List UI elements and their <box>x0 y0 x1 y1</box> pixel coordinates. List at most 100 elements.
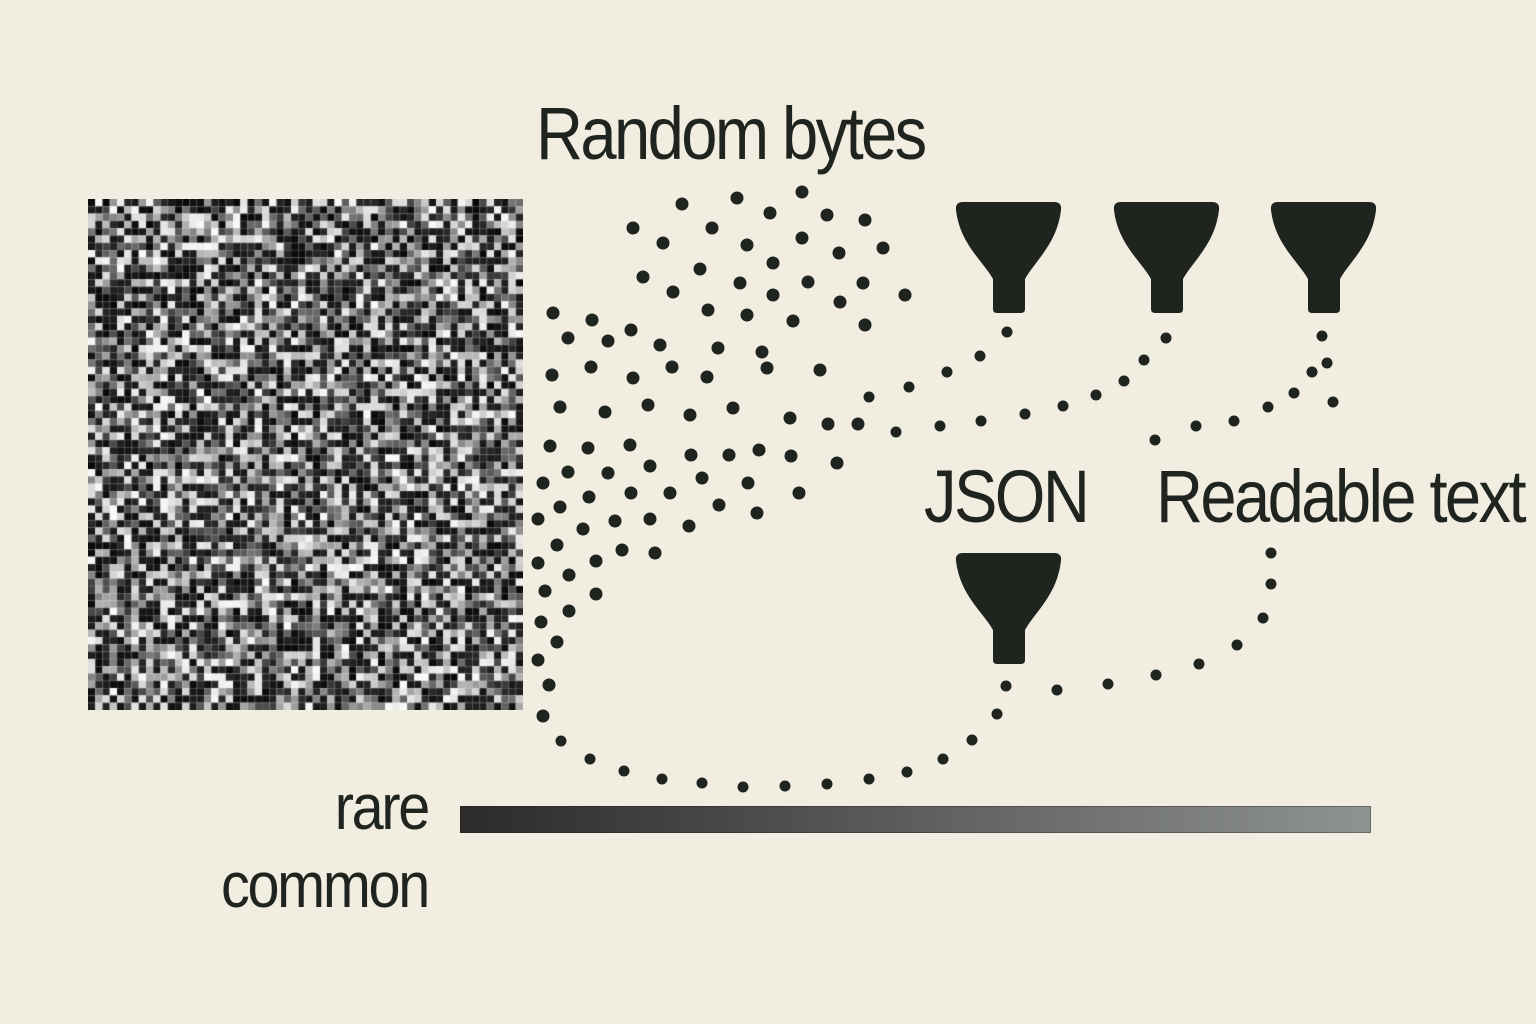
byte-dot <box>876 241 890 255</box>
byte-dot <box>801 275 815 289</box>
byte-dot <box>760 361 774 375</box>
byte-dot <box>693 262 707 276</box>
byte-dot <box>701 303 715 317</box>
trail-dot <box>937 753 949 765</box>
byte-dot <box>786 314 800 328</box>
trail-dot <box>934 420 946 432</box>
byte-dot <box>813 363 827 377</box>
byte-dot <box>536 476 550 490</box>
byte-dot <box>783 411 797 425</box>
trail-dot <box>656 773 668 785</box>
trail-dot <box>991 708 1003 720</box>
byte-dot <box>711 341 725 355</box>
byte-dot <box>665 360 679 374</box>
byte-dot <box>584 360 598 374</box>
trail-dot <box>584 753 596 765</box>
trail-dot <box>1090 389 1102 401</box>
byte-dot <box>546 306 560 320</box>
trail-dot <box>1262 401 1274 413</box>
byte-dot <box>553 500 567 514</box>
byte-dot <box>643 512 657 526</box>
funnel-icon <box>953 199 1064 316</box>
trail-dot <box>901 766 913 778</box>
byte-dot <box>550 635 564 649</box>
trail-dot <box>1160 332 1172 344</box>
byte-dot <box>705 221 719 235</box>
byte-dot <box>763 206 777 220</box>
byte-dot <box>636 270 650 284</box>
byte-dot <box>545 368 559 382</box>
trail-dot <box>1228 415 1240 427</box>
byte-dot <box>858 318 872 332</box>
byte-dot <box>663 486 677 500</box>
trail-dot <box>863 391 875 403</box>
byte-dot <box>589 587 603 601</box>
json-label: JSON <box>924 455 1090 538</box>
trail-dot <box>555 735 567 747</box>
frequency-gradient-bar <box>460 806 1371 833</box>
trail-dot <box>1118 375 1130 387</box>
trail-dot <box>1102 678 1114 690</box>
byte-dot <box>833 295 847 309</box>
byte-dot <box>752 443 766 457</box>
trail-dot <box>821 778 833 790</box>
funnel-icon <box>953 550 1064 667</box>
byte-dot <box>722 448 736 462</box>
byte-dot <box>795 185 809 199</box>
readable-text-label: Readable text <box>1156 455 1527 538</box>
byte-dot <box>856 276 870 290</box>
byte-dot <box>624 486 638 500</box>
byte-dot <box>561 331 575 345</box>
trail-dot <box>1257 612 1269 624</box>
byte-dot <box>531 556 545 570</box>
byte-dot <box>683 408 697 422</box>
byte-dot <box>792 486 806 500</box>
byte-dot <box>543 439 557 453</box>
byte-dot <box>601 334 615 348</box>
byte-dot <box>712 498 726 512</box>
trail-dot <box>1019 408 1031 420</box>
trail-dot <box>1150 669 1162 681</box>
random-bytes-noise-square <box>88 199 523 710</box>
byte-dot <box>582 490 596 504</box>
byte-dot <box>576 522 590 536</box>
trail-dot <box>1190 420 1202 432</box>
trail-dot <box>975 415 987 427</box>
trail-dot <box>779 780 791 792</box>
byte-dot <box>538 584 552 598</box>
byte-dot <box>624 323 638 337</box>
byte-dot <box>820 208 834 222</box>
byte-dot <box>643 459 657 473</box>
trail-dot <box>1265 547 1277 559</box>
byte-dot <box>562 604 576 618</box>
byte-dot <box>531 653 545 667</box>
byte-dot <box>581 441 595 455</box>
rare-label: rare <box>334 771 431 843</box>
trail-dot <box>1316 330 1328 342</box>
trail-dot <box>618 765 630 777</box>
trail-dot <box>1138 354 1150 366</box>
byte-dot <box>830 456 844 470</box>
trail-dot <box>1321 357 1333 369</box>
byte-dot <box>795 231 809 245</box>
byte-dot <box>730 191 744 205</box>
byte-dot <box>656 236 670 250</box>
byte-dot <box>851 417 865 431</box>
byte-dot <box>562 568 576 582</box>
common-label: common <box>220 849 430 921</box>
byte-dot <box>553 400 567 414</box>
byte-dot <box>755 345 769 359</box>
trail-dot <box>1288 387 1300 399</box>
byte-dot <box>700 370 714 384</box>
funnel-icon <box>1268 199 1379 316</box>
trail-dot <box>1193 658 1205 670</box>
trail-dot <box>1327 396 1339 408</box>
byte-dot <box>682 519 696 533</box>
byte-dot <box>648 546 662 560</box>
byte-dot <box>695 471 709 485</box>
byte-dot <box>550 538 564 552</box>
trail-dot <box>941 366 953 378</box>
trail-dot <box>1231 639 1243 651</box>
trail-dot <box>966 734 978 746</box>
